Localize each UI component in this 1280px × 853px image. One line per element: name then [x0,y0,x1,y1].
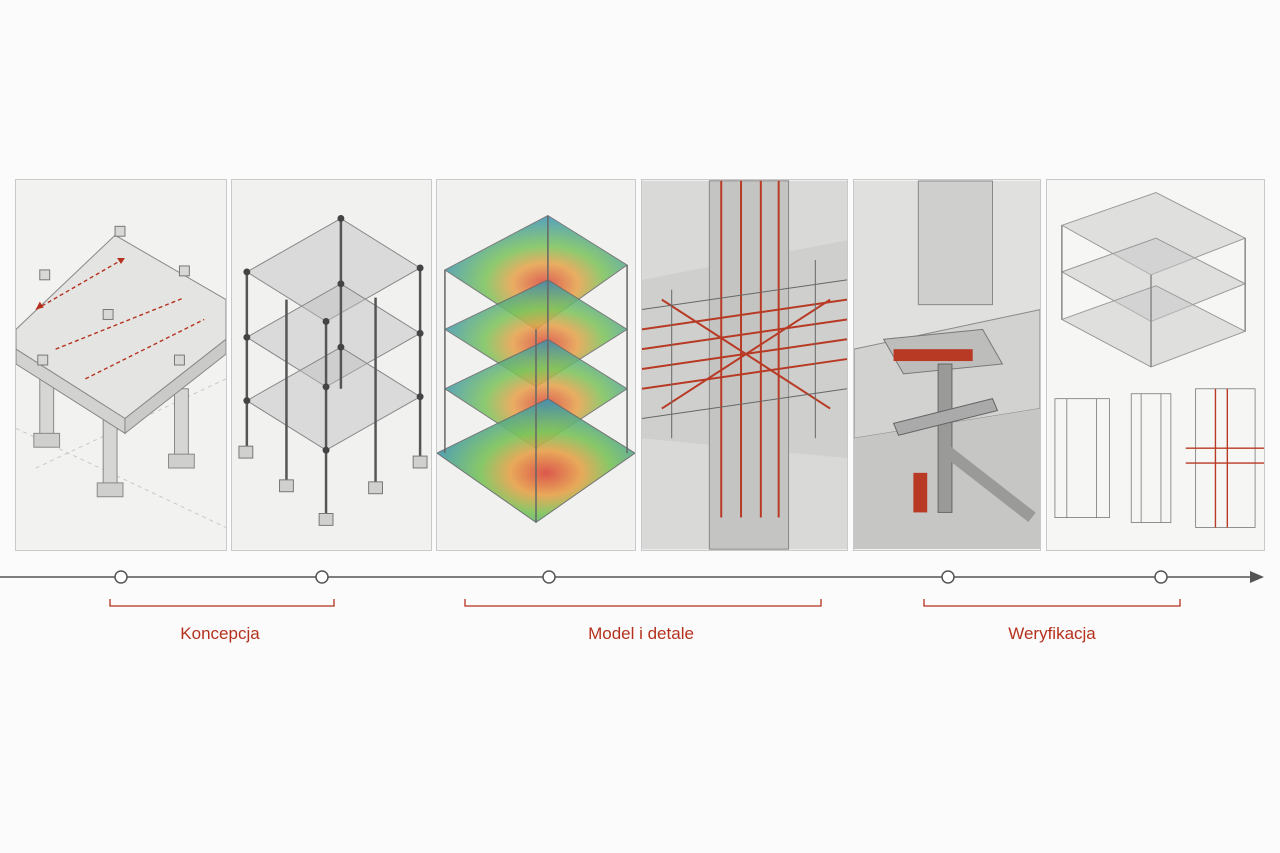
phase-label-model: Model i detale [588,624,694,643]
panel-drawings-check [1046,179,1265,551]
drawings-icon [1047,180,1264,550]
panel-mep-penetration [853,179,1041,551]
timeline-node [542,570,556,584]
phase-bracket-weryfikacja [923,599,1181,607]
phase-label-weryfikacja: Weryfikacja [1008,624,1096,643]
panel-stress-analysis [436,179,636,551]
phase-bracket-model [464,599,822,607]
concept-slab-icon [16,180,226,550]
timeline-arrow-icon [1250,571,1264,583]
phase-bracket-koncepcja [109,599,335,607]
panel-rebar-detail [641,179,848,551]
panel-concept-slab [15,179,227,551]
timeline [0,570,1264,607]
timeline-node [114,570,128,584]
timeline-node [941,570,955,584]
timeline-node [1154,570,1168,584]
timeline-node [315,570,329,584]
panel-structural-frame [231,179,432,551]
heatmap-model-icon [437,180,635,550]
frame-wireframe-icon [232,180,431,550]
pipe-penetration-icon [854,180,1040,550]
phase-label-koncepcja: Koncepcja [180,624,260,643]
rebar-joint-icon [642,180,847,550]
